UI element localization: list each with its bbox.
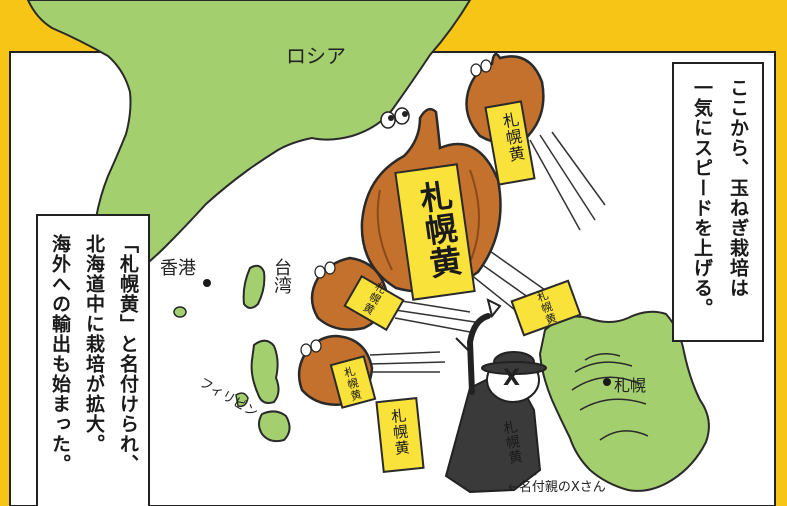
sapporo-dot <box>603 378 611 386</box>
hokkaido-field-rings <box>571 353 649 441</box>
tag-flying-2-bg <box>375 397 425 473</box>
caption-right-line2: 一気にスピードを上げる。 <box>691 78 713 318</box>
caption-left-line3: 海外への輸出も始まった。 <box>49 234 71 474</box>
caption-right-box: ここから、玉ねぎ栽培は 一気にスピードを上げる。 <box>672 62 764 342</box>
philippines-islet <box>235 392 249 408</box>
islet-1 <box>173 306 187 318</box>
tag-middle-bg <box>343 274 405 332</box>
caption-right-line1: ここから、玉ねぎ栽培は <box>727 78 749 298</box>
label-taiwan: 台湾 <box>271 258 292 294</box>
tag-top-right-bg <box>484 100 536 186</box>
caption-left-line1: 「札幌黄」と名付けられ、 <box>117 234 139 474</box>
label-russia: ロシア <box>286 44 346 68</box>
label-hong-kong: 香港 <box>160 258 196 279</box>
taiwan-island <box>242 264 266 309</box>
hong-kong-dot <box>203 279 211 287</box>
caption-left-box: 「札幌黄」と名付けられ、 北海道中に栽培が拡大。 海外への輸出も始まった。 <box>36 214 150 506</box>
philippines-luzon <box>250 339 280 404</box>
tag-lower-bg <box>329 355 377 409</box>
caption-left-line2: 北海道中に栽培が拡大。 <box>83 234 105 454</box>
philippines-south <box>258 410 291 443</box>
annotation-namer: ←名付親のXさん <box>508 480 606 495</box>
person-mr-x <box>444 298 547 494</box>
label-sapporo: 札幌 <box>614 376 647 395</box>
tag-flying-1-bg <box>510 279 582 337</box>
person-face-mark: X <box>503 366 520 391</box>
hokkaido-landmass <box>538 310 710 492</box>
tag-large-bg <box>394 163 476 301</box>
